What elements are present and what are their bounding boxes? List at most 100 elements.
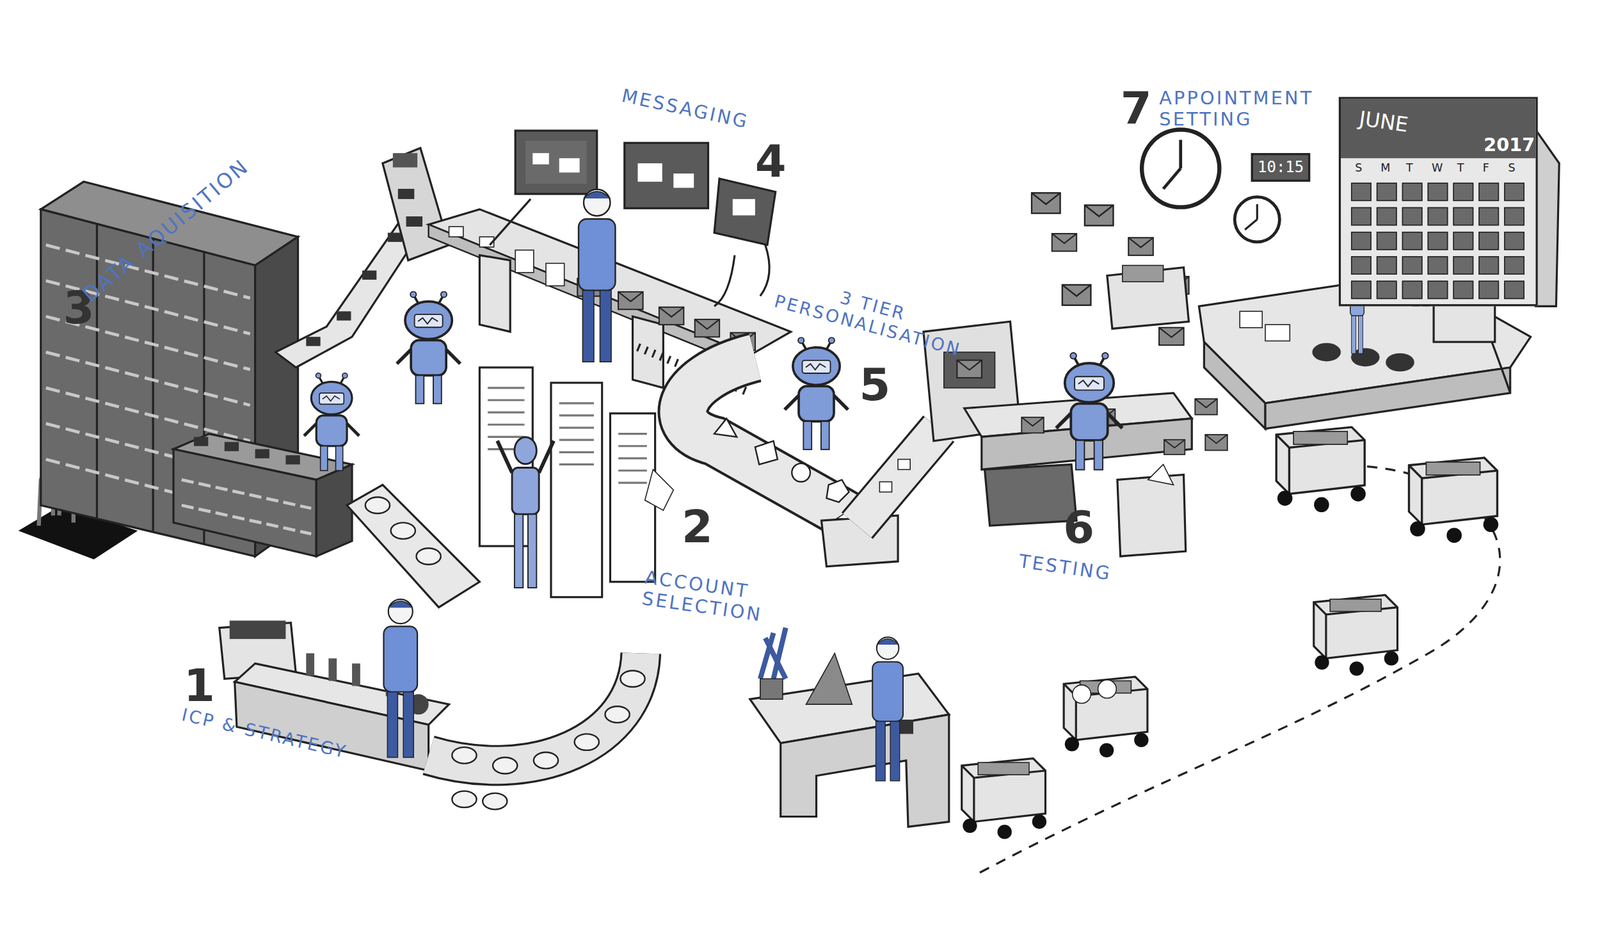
node-text: S: [1508, 162, 1516, 175]
calendar-day: [1402, 231, 1423, 251]
scrolls-part: [645, 469, 674, 511]
calendar-day: [1376, 207, 1398, 226]
monitors-part: [525, 140, 587, 184]
flying-envelopes-part: [1194, 398, 1217, 415]
calendar-day: [1351, 256, 1372, 275]
calendar-day: [1478, 256, 1499, 275]
strategy-desk-part: [352, 663, 361, 686]
calendar-day: [1478, 182, 1499, 201]
curved-belt-part: [791, 463, 811, 482]
monitors-part: [489, 199, 531, 246]
conveyor-belt-part: [362, 270, 377, 280]
calendar-day: [1452, 182, 1474, 201]
calendar-day: [1402, 207, 1423, 226]
calendar-day: [1427, 256, 1449, 275]
calendar-day: [1351, 280, 1372, 299]
calendar-day: [1478, 207, 1499, 226]
clocks-part: [1141, 129, 1220, 207]
server-block-part: [173, 449, 317, 557]
upper-belt-part: [659, 307, 685, 326]
robot: [1056, 352, 1122, 470]
sales-desk: [750, 627, 950, 827]
node-text: F: [1482, 162, 1490, 175]
monitors: [489, 130, 776, 306]
strategy-desk-part: [428, 652, 642, 765]
monitors-part: [559, 158, 580, 173]
server-block-part: [316, 464, 352, 556]
callout-number: 7: [1120, 85, 1152, 131]
calendar-day: [1478, 280, 1499, 299]
cart-track-part: [1313, 595, 1399, 676]
strategy-desk-part: [229, 620, 287, 639]
calendar-day: [1402, 280, 1423, 299]
testing-machine-part: [1021, 417, 1044, 434]
calendar-day: [1427, 280, 1449, 299]
sales-desk-part: [806, 652, 853, 704]
appointment-desk-part: [1491, 341, 1511, 393]
calendar-day: [1351, 207, 1372, 226]
callout-number: 5: [858, 362, 891, 408]
testing-machine-part: [984, 464, 1077, 526]
server-block-part: [224, 441, 239, 451]
testing-machine-part: [1117, 474, 1186, 557]
robot: [304, 373, 360, 471]
monitors-part: [532, 152, 550, 165]
conveyor-belt: [275, 209, 480, 608]
robot: [396, 291, 461, 404]
calendar-day: [1504, 207, 1525, 226]
callout-number: 6: [1063, 504, 1095, 550]
calendar-day: [1504, 256, 1525, 275]
flying-envelopes-part: [1164, 439, 1185, 455]
strategist: [383, 599, 418, 758]
server-block-part: [255, 449, 270, 459]
upper-belt-part: [479, 255, 511, 333]
chute-part: [382, 147, 450, 260]
calendar-day: [1376, 231, 1398, 251]
monitors-part: [624, 142, 709, 208]
strategy-desk-part: [305, 652, 315, 676]
flying-envelopes-part: [1128, 237, 1154, 256]
node-text: W: [1431, 162, 1443, 175]
monitors-part: [515, 130, 598, 194]
calendar-day: [1504, 182, 1525, 201]
node-text: T: [1406, 162, 1414, 175]
testing-machine-part: [879, 481, 892, 493]
conveyor-belt-part: [336, 311, 351, 320]
cart-track-part: [1276, 426, 1366, 512]
conveyor-belt-part: [305, 336, 320, 346]
calendar-day: [1452, 280, 1474, 299]
clocks-part: [1178, 139, 1183, 169]
clocks-part: [1244, 219, 1257, 230]
monitors-part: [637, 163, 662, 182]
chute-part: [406, 216, 424, 227]
strategy-desk-part: [428, 652, 642, 765]
strategy-desk-part: [533, 752, 559, 769]
robot: [497, 437, 554, 588]
marketer: [578, 189, 616, 362]
cart-track-part: [1408, 457, 1499, 543]
flying-envelopes-part: [1159, 327, 1184, 346]
flying-envelopes-part: [1062, 284, 1092, 306]
flying-envelopes-part: [1205, 434, 1227, 451]
digital-clock: 10:15: [1251, 152, 1311, 182]
calendar: JUNE2017SMTWTFS: [1338, 96, 1538, 306]
calendar-day: [1452, 231, 1474, 251]
calendar-day: [1376, 280, 1398, 299]
curved-belt-part: [714, 418, 737, 438]
strategy-desk-part: [574, 733, 600, 751]
chute-part: [398, 188, 415, 200]
chute: [382, 147, 450, 260]
appointment-desk-part: [1265, 324, 1290, 342]
server-block-part: [193, 436, 208, 446]
sales-desk-part: [780, 714, 950, 827]
node-text: S: [1354, 162, 1362, 175]
calendar-day: [1427, 182, 1449, 201]
curved-belt: [682, 357, 898, 567]
upper-belt-part: [449, 226, 464, 237]
chute-part: [392, 152, 418, 168]
cart-track-part: [1063, 676, 1149, 758]
calendar-day: [1402, 256, 1423, 275]
conveyor-belt-part: [391, 522, 416, 539]
server-block-part: [285, 455, 300, 464]
